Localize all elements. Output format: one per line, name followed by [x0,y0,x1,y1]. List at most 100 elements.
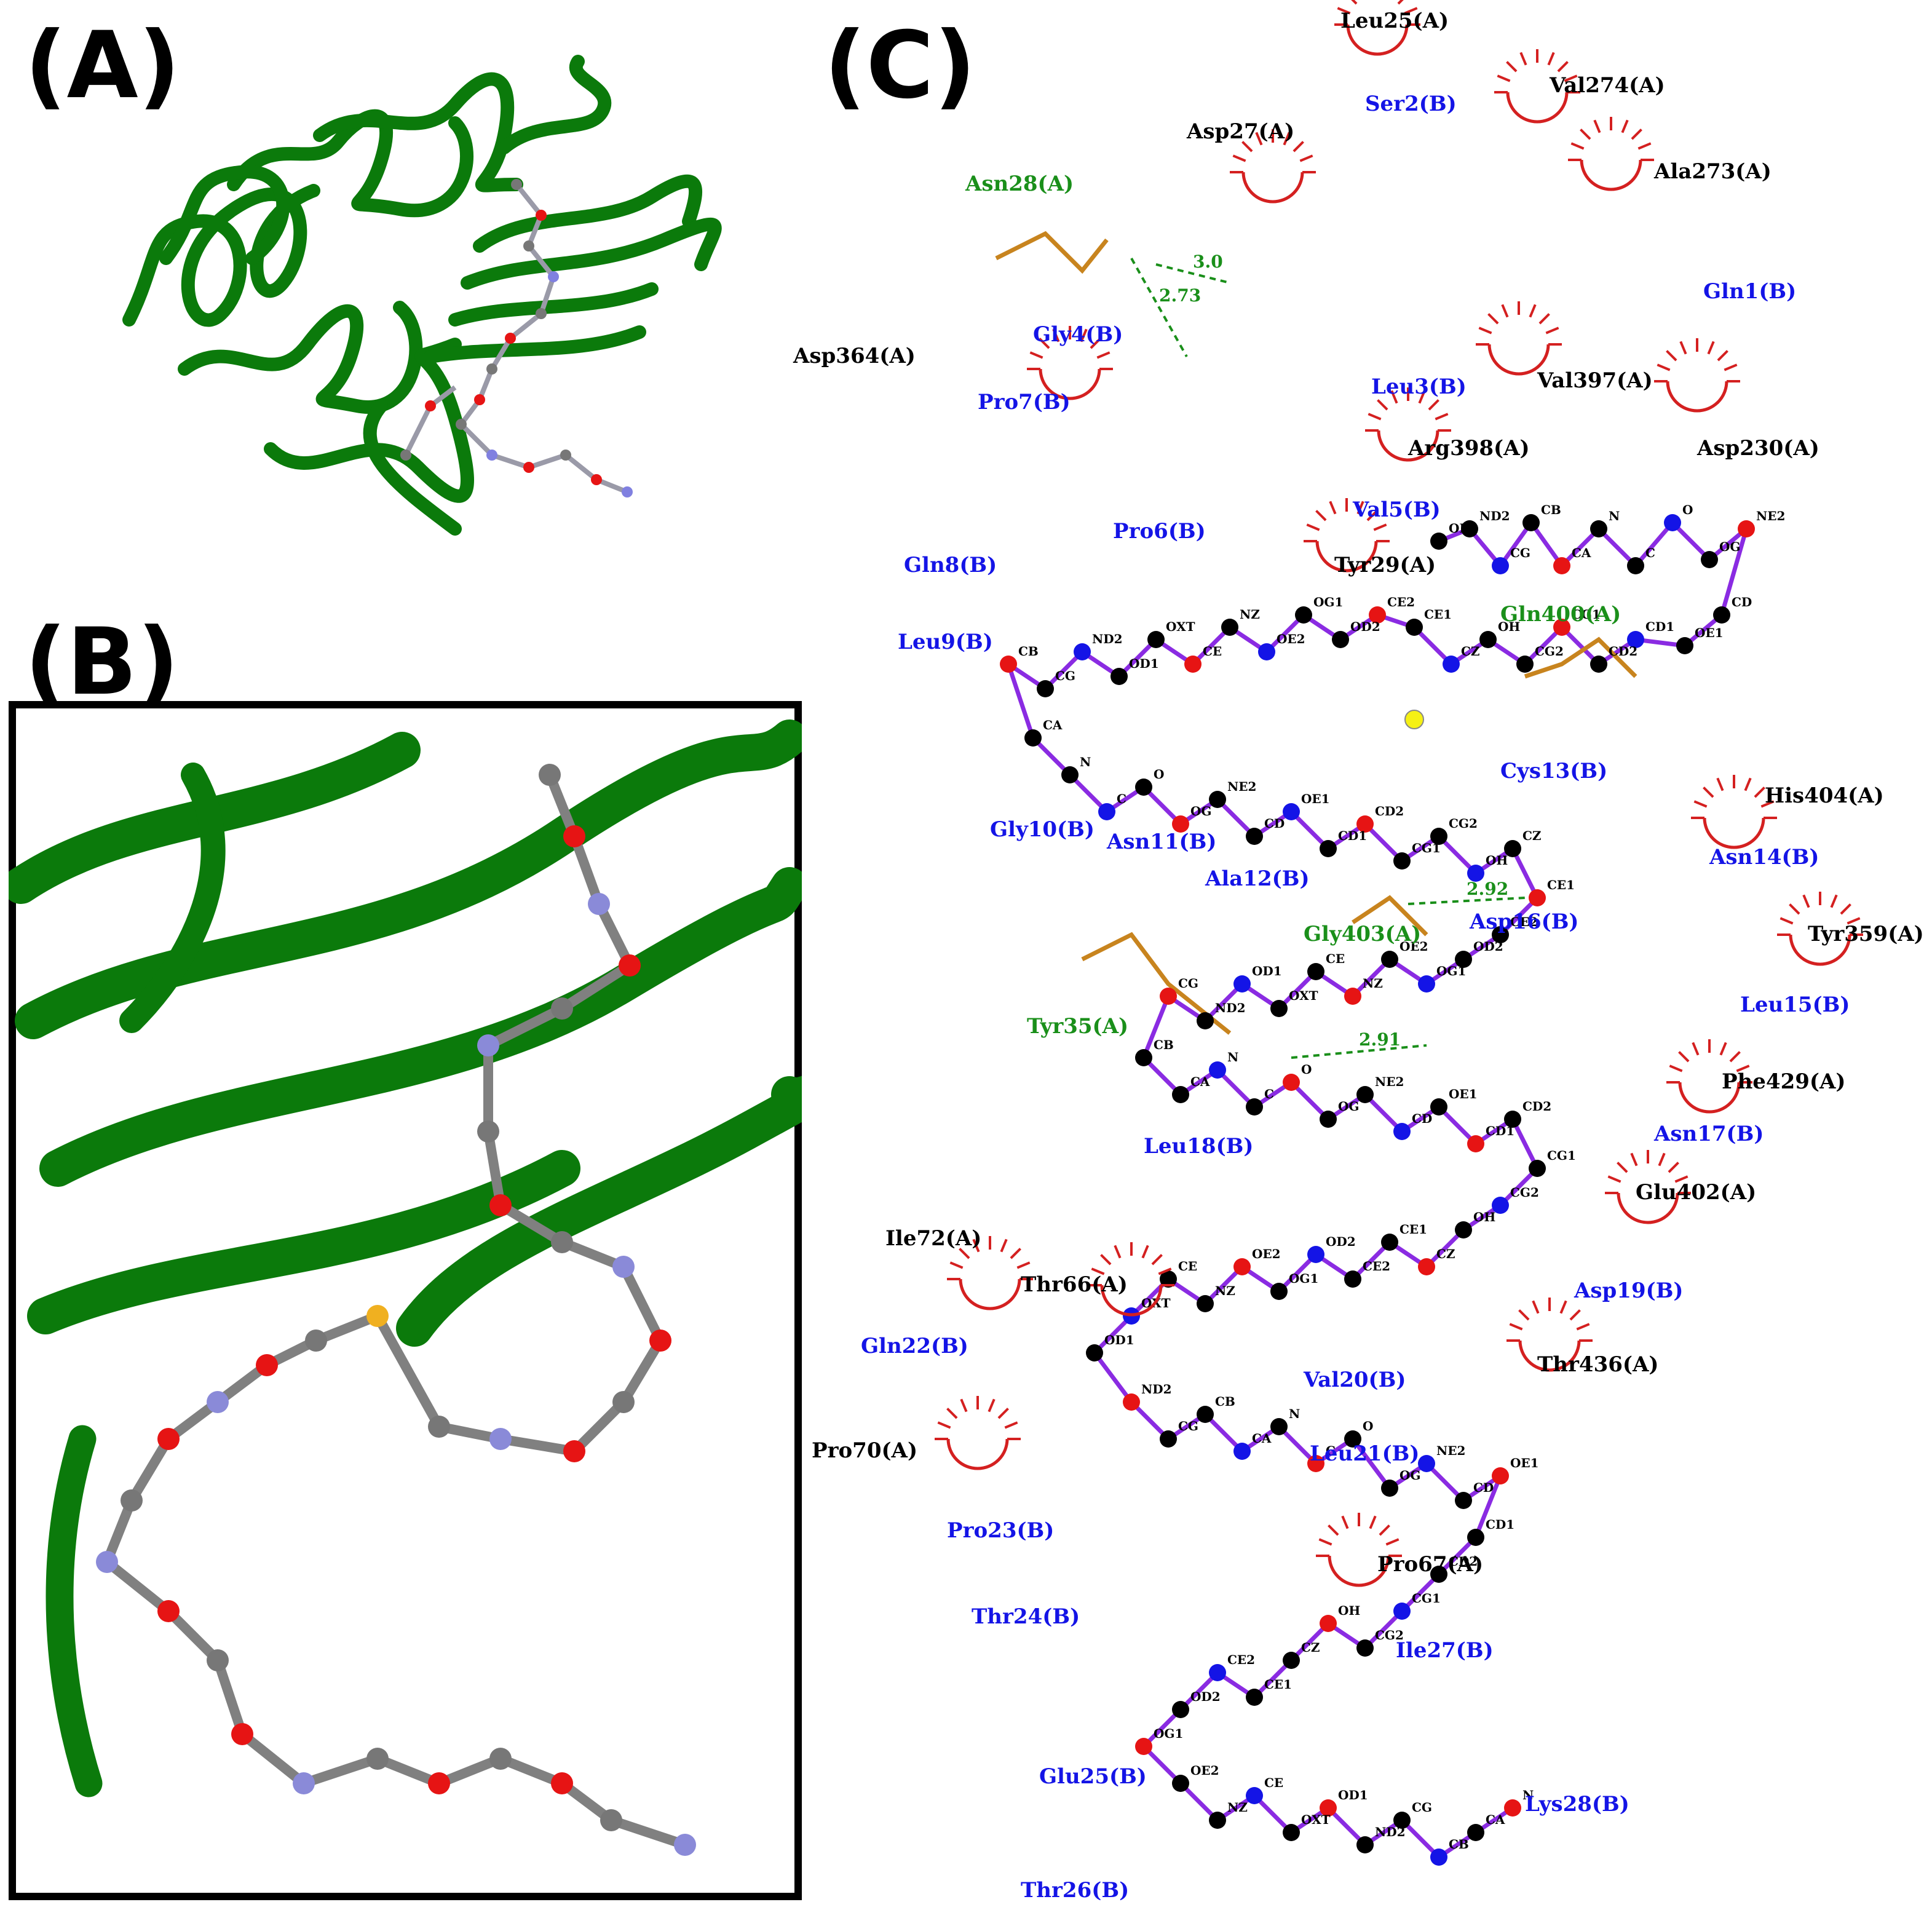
atom [1209,1061,1226,1079]
hydrophobic-tick [1241,141,1253,153]
atom-label: CB [1215,1394,1235,1409]
atom-label: OXT [1166,619,1195,634]
atom-label: OD1 [1449,521,1479,536]
atom-label: OD1 [1338,1788,1368,1802]
hbond-line [1130,258,1188,357]
panel-label-b: (B) [25,609,180,716]
hbond-line [1407,897,1526,905]
atom-label: CE2 [1227,1652,1255,1667]
hydrophobic-tick [1669,1064,1683,1072]
atom [1430,1566,1447,1583]
hydrophobic-tick [1368,413,1382,421]
ligand-residue-label: Leu9(B) [898,630,993,654]
hydrophobic-tick [1052,328,1060,343]
atom [1283,803,1300,820]
peptide-atom-spheres [96,764,696,1856]
hydrophobic-residue-label: Tyr29(A) [1334,553,1436,577]
atom [1430,828,1447,845]
atom [1356,815,1374,833]
receptor-sidechain-bond [1524,636,1637,679]
atom-label: OG [1338,1099,1360,1114]
hydrophobic-arc [1580,159,1642,191]
hydrophobic-tick [1518,1309,1530,1321]
atom [1393,852,1411,870]
atom-label: CB [1018,644,1039,659]
hydrophobic-tick [1397,0,1404,5]
hydrophobic-tick [1509,1323,1523,1331]
hydrophobic-residue-label: Thr66(A) [1021,1272,1128,1297]
atom [1233,1258,1251,1275]
atom [1246,828,1263,845]
ligand-residue-label: Gln22(B) [861,1334,968,1358]
atom-label: CD1 [1486,1123,1514,1138]
hydrophobic-tick [1404,7,1418,15]
atom-label: CE1 [1400,1222,1427,1237]
atom-label: NZ [1363,976,1383,991]
hydrophobic-tick [1847,917,1861,925]
atom-label: N [1609,509,1620,523]
hydrophobic-tick [1519,52,1527,66]
atom-label: CE [1203,644,1222,659]
hydrophobic-tick [1016,1261,1031,1269]
atom-label: CG2 [1535,644,1564,659]
hydrophobic-residue-label: Pro67(A) [1377,1552,1483,1577]
atom [1381,1480,1398,1497]
hydrophobic-tick [1377,399,1388,411]
hydrophobic-tick [1545,327,1559,335]
ligand-residue-label: Thr26(B) [1021,1878,1129,1903]
atom-label: C [1264,1087,1274,1101]
atom-label: OE2 [1252,1246,1281,1261]
atom [1393,1123,1411,1140]
hydrophobic-tick [1385,1538,1400,1546]
atom [1504,1111,1521,1128]
hydrophobic-tick [1114,1245,1122,1259]
atom [1418,1258,1435,1275]
hydrophobic-tick [1657,363,1671,371]
atom-label: NE2 [1227,779,1256,794]
hydrophobic-tick [1435,413,1449,421]
atom [1455,951,1472,968]
atom [1320,1799,1337,1817]
hydrophobic-arc [1617,1192,1679,1224]
atom [1461,520,1478,537]
atom [1467,865,1484,882]
atom [1197,1295,1214,1312]
atom [1492,1197,1509,1214]
hydrophobic-arc [1100,1285,1163,1317]
atom [1172,1775,1189,1792]
receptor-sidechain-bond [995,231,1109,274]
atom-label: CD [1473,1480,1494,1495]
atom [1443,656,1460,673]
atom [1246,1689,1263,1706]
hydrophobic-arc [946,1438,1009,1470]
atom-label: OH [1338,1603,1360,1618]
atom [1467,1135,1484,1152]
ligand-residue-label: Thr24(B) [972,1604,1080,1629]
atom-label: OG1 [1313,595,1343,609]
hydrophobic-tick [1000,1238,1008,1253]
hydrophobic-tick [1547,52,1555,66]
atom [1270,1283,1288,1300]
atom-label: OXT [1289,988,1318,1003]
panel-c-interaction-diagram: 3.02.732.922.91 OD1ND2CGCBCANCOOGNE2CDOE… [793,0,1924,1903]
atom [1246,1787,1263,1804]
hydrophobic-tick [1497,74,1511,82]
atom [1701,551,1718,568]
hydrophobic-tick [1631,129,1642,140]
atom [1160,1270,1177,1288]
atom [1590,656,1607,673]
atom-label: OG [1719,539,1741,554]
hydrophobic-tick [1679,341,1687,355]
atom [1393,1603,1411,1620]
receptor-sidechain-bond [1081,932,1232,1035]
hbond-residue-label: Gln400(A) [1500,602,1621,627]
ligand-residue-label: Ala12(B) [1205,866,1310,891]
hydrophobic-tick [1029,351,1043,359]
atom [1320,840,1337,857]
atom [1086,1344,1103,1361]
atom [1135,779,1152,796]
atom-label: CG2 [1375,1628,1404,1643]
atom [1738,520,1755,537]
atom [1492,1467,1509,1484]
atom [1258,643,1275,660]
